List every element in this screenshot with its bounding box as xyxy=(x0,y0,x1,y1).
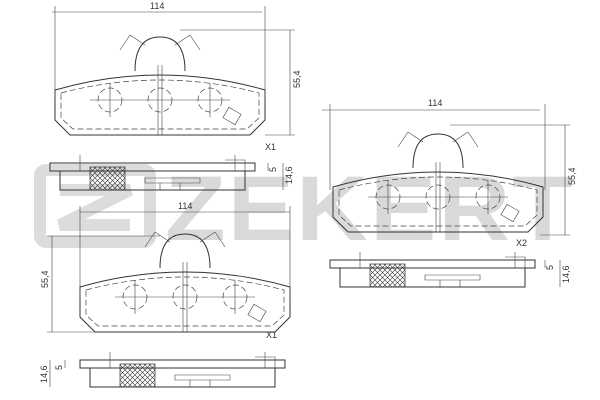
variant-label: X1 xyxy=(266,330,277,340)
width-dimension: 114 xyxy=(178,201,192,211)
backplate-dimension: 5 xyxy=(268,167,278,172)
watermark-text: ZEKERT xyxy=(165,158,575,260)
pad-3-front-view: 114 55,4 X1 xyxy=(40,201,291,340)
width-dimension: 114 xyxy=(428,98,442,108)
watermark-logo: ZEKERT xyxy=(34,158,575,260)
thickness-dimension: 14,6 xyxy=(561,265,571,283)
pad-1-side-view: 5 14,6 xyxy=(49,154,294,191)
pad-1-front-view: 114 55,4 X1 xyxy=(52,1,302,152)
pad-3-side-view: 14,6 5 xyxy=(39,351,286,388)
variant-label: X2 xyxy=(516,238,527,248)
height-dimension: 55,4 xyxy=(292,70,302,88)
pad-2-front-view: 114 55,4 X2 xyxy=(322,98,577,248)
pad-2-side-view: 5 14,6 xyxy=(329,251,571,288)
height-dimension: 55,4 xyxy=(567,167,577,185)
backplate-dimension: 5 xyxy=(545,265,555,270)
backplate-dimension: 5 xyxy=(54,365,64,370)
width-dimension: 114 xyxy=(150,1,164,11)
variant-label: X1 xyxy=(265,142,276,152)
thickness-dimension: 14,6 xyxy=(284,166,294,184)
thickness-dimension: 14,6 xyxy=(39,365,49,383)
height-dimension: 55,4 xyxy=(40,270,50,288)
